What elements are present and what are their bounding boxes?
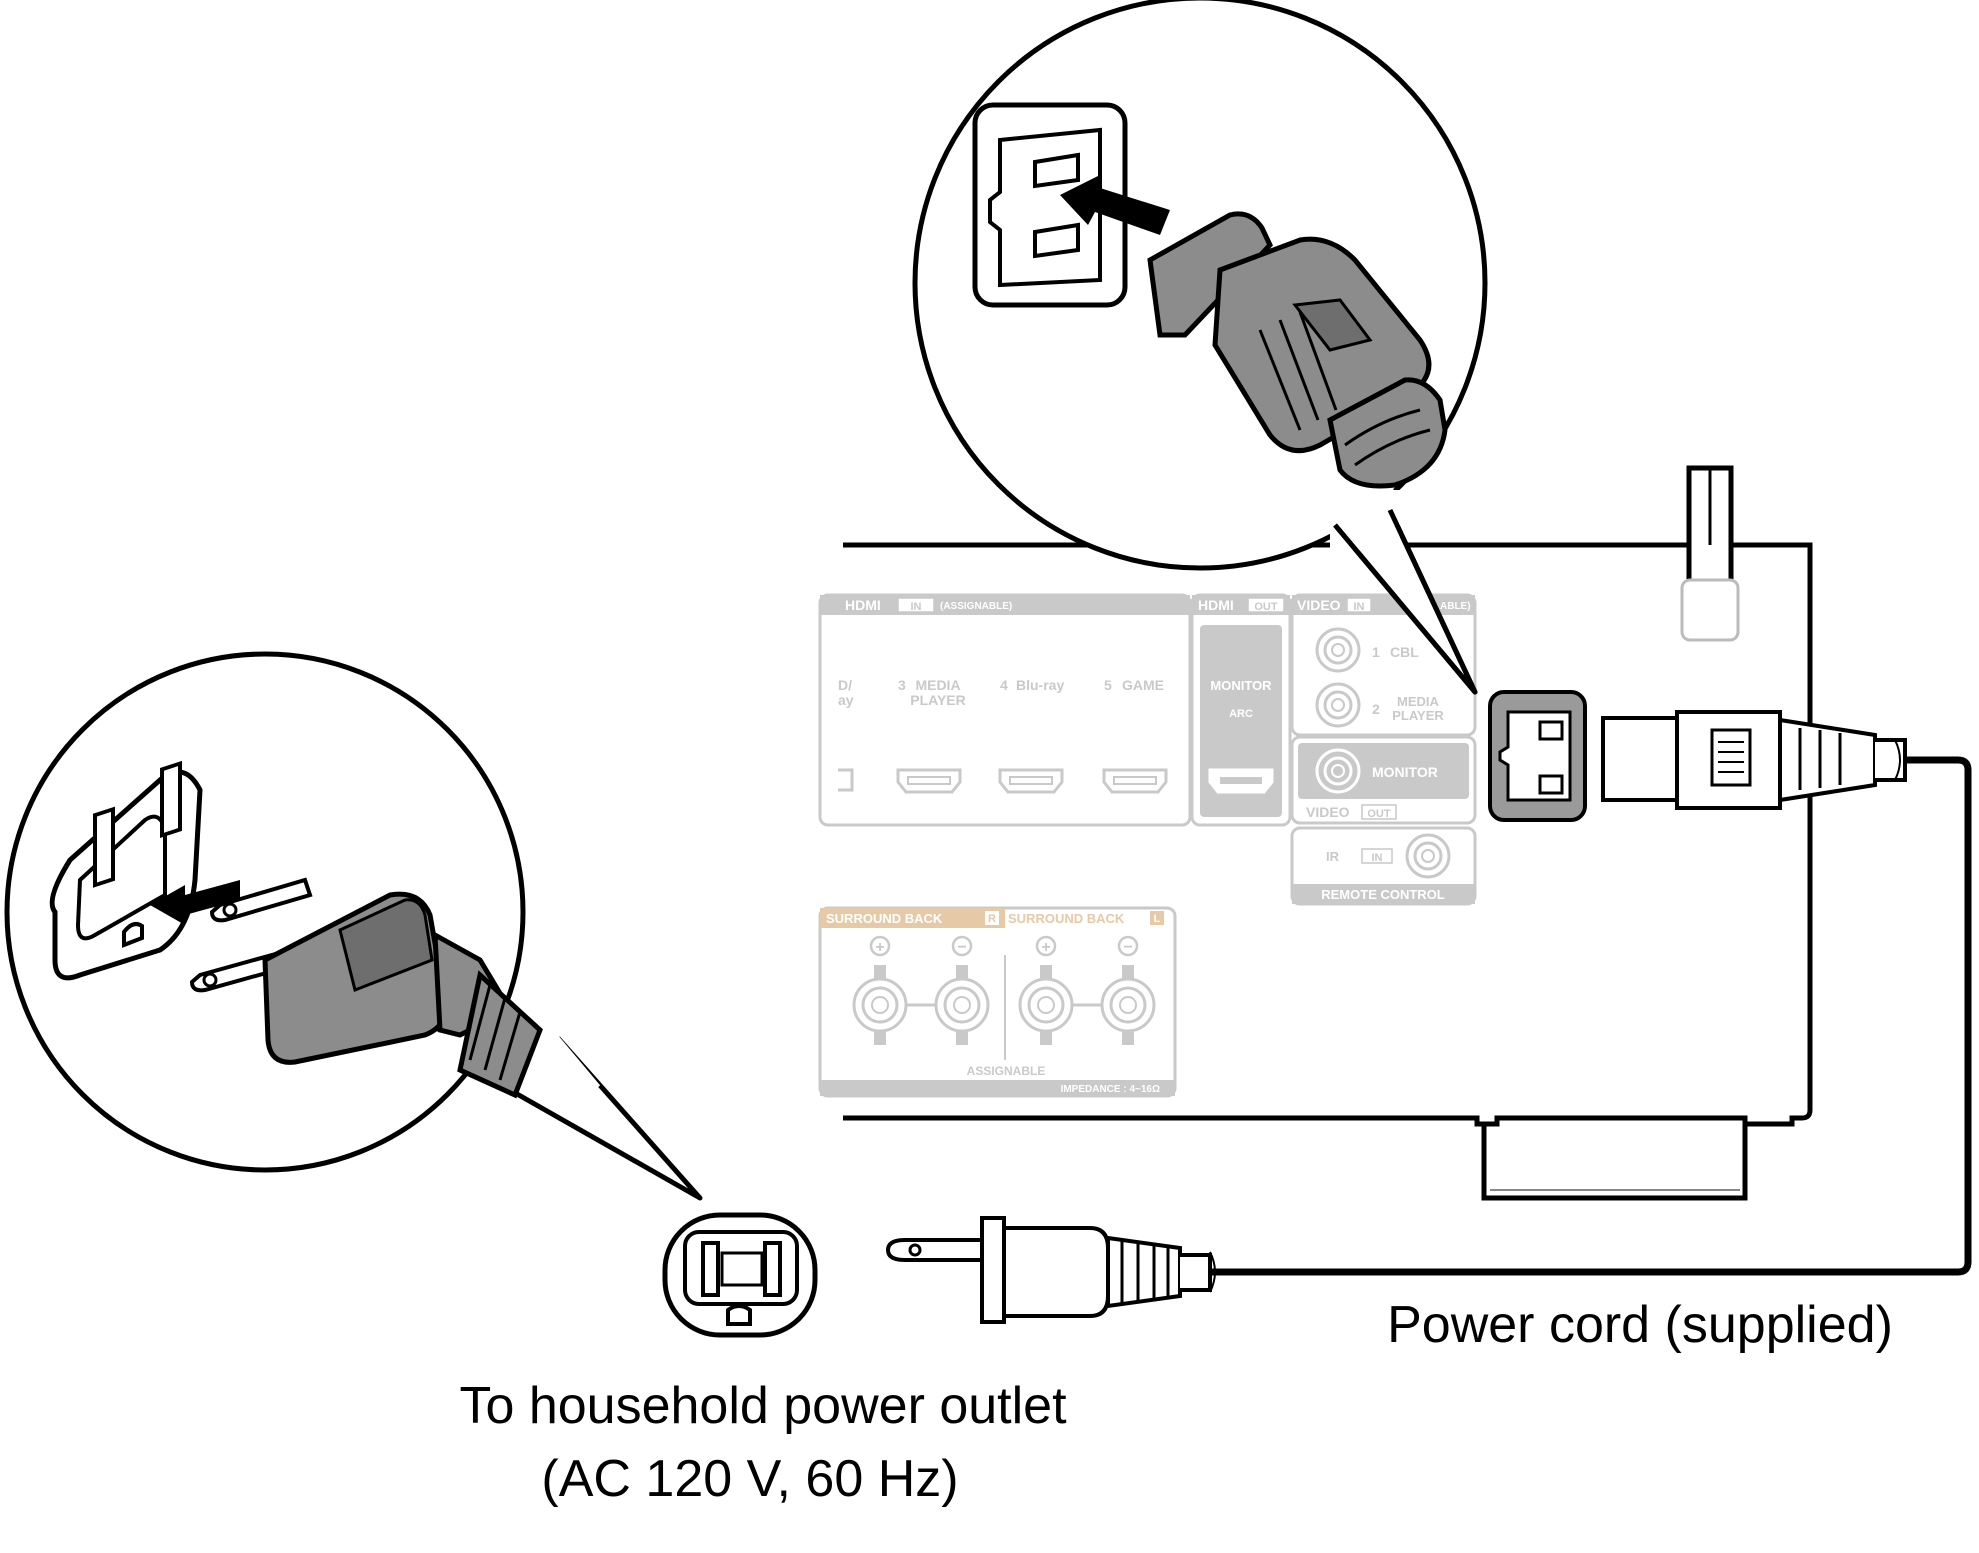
ir-label: IR: [1326, 849, 1340, 864]
remote-jack: [1405, 833, 1451, 879]
hdmi-in-title: HDMI: [845, 597, 881, 613]
hdmi-out-title: HDMI: [1198, 597, 1234, 613]
surround-back-l-label: SURROUND BACK: [1008, 911, 1125, 926]
video-in-2-label: MEDIA: [1397, 694, 1440, 709]
hdmi-in-3-number: 3: [898, 677, 906, 693]
video-in-2-number: 2: [1372, 701, 1380, 717]
hdmi-in-assignable: (ASSIGNABLE): [940, 601, 1012, 612]
hdmi-out-monitor-label: MONITOR: [1210, 678, 1272, 693]
remote-control-label: REMOTE CONTROL: [1321, 887, 1445, 902]
zoom-outlet: [49, 760, 203, 981]
wall-outlet: [662, 1212, 818, 1338]
speaker-terminal: +: [852, 935, 908, 1045]
plus-sign: +: [875, 939, 884, 956]
outlet-zoom-callout: [4, 651, 703, 1201]
speaker-terminal: −: [1100, 935, 1156, 1045]
surround-back-l-badge: L: [1154, 913, 1161, 925]
plus-sign: +: [1041, 939, 1050, 956]
video-in-badge: IN: [1354, 601, 1365, 613]
surround-back-r-label: SURROUND BACK: [826, 911, 943, 926]
hdmi-in-5-number: 5: [1104, 677, 1112, 693]
rca-jack: [1315, 627, 1361, 673]
video-in-1-label: CBL: [1390, 644, 1419, 660]
power-cord-label: Power cord (supplied): [1387, 1296, 1893, 1354]
hdmi-in-badge: IN: [911, 601, 922, 613]
hdmi-in-4-number: 4: [1000, 677, 1008, 693]
video-in-section: VIDEO IN ABLE) 1 CBL 2 MEDIA PLAYER: [1290, 593, 1477, 737]
ac-inlet: [1488, 690, 1587, 822]
video-in-assignable: ABLE): [1440, 601, 1471, 612]
surround-back-r-badge: R: [988, 913, 996, 925]
rca-jack: [1315, 748, 1361, 794]
minus-sign: −: [957, 939, 966, 956]
hdmi-port: [1102, 768, 1168, 794]
hdmi-in-3-label: MEDIA: [915, 677, 960, 693]
zoom-plug: [189, 877, 543, 1099]
impedance-label: IMPEDANCE : 4~16Ω: [1061, 1084, 1160, 1095]
outlet-label-line2: (AC 120 V, 60 Hz): [541, 1450, 958, 1508]
video-in-2-label-2: PLAYER: [1392, 708, 1444, 723]
minus-sign: −: [1123, 939, 1132, 956]
video-in-title: VIDEO: [1297, 597, 1341, 613]
power-plug-side-view: [885, 1216, 1212, 1324]
video-out-badge: OUT: [1367, 808, 1391, 820]
hdmi-in-2-label-partial-2: ay: [838, 692, 854, 708]
hdmi-out-port: [1208, 768, 1274, 794]
speaker-terminal: +: [1018, 935, 1074, 1045]
insert-arrow-icon: [150, 880, 240, 925]
hdmi-port: [998, 768, 1064, 794]
hdmi-in-5-label: GAME: [1122, 677, 1164, 693]
cord-connector-side-view: [1601, 710, 1907, 810]
insert-arrow-icon: [1060, 175, 1170, 235]
hdmi-in-2-label-partial: D/: [838, 677, 852, 693]
hdmi-out-section: HDMI OUT MONITOR ARC: [1190, 593, 1292, 827]
zoom-connector: [1147, 211, 1448, 489]
remote-control-section: IR IN REMOTE CONTROL: [1290, 826, 1477, 906]
hdmi-in-4-label: Blu-ray: [1016, 677, 1064, 693]
outlet-label-line1: To household power outlet: [459, 1377, 1067, 1435]
assignable-label: ASSIGNABLE: [967, 1064, 1046, 1078]
video-in-1-number: 1: [1372, 644, 1380, 660]
video-out-monitor-label: MONITOR: [1372, 764, 1438, 780]
receiver-rear-panel: HDMI IN (ASSIGNABLE) D/ ay 3 MEDIA PLAYE…: [818, 465, 1907, 1201]
surround-back-section: SURROUND BACK R SURROUND BACK L + −: [818, 906, 1177, 1098]
video-out-title: VIDEO: [1306, 804, 1350, 820]
inlet-zoom-callout: [912, 0, 1488, 695]
hdmi-out-arc-label: ARC: [1229, 708, 1253, 720]
video-out-section: MONITOR VIDEO OUT: [1290, 735, 1477, 825]
rca-jack: [1315, 682, 1361, 728]
hdmi-in-section: HDMI IN (ASSIGNABLE) D/ ay 3 MEDIA PLAYE…: [818, 593, 1192, 827]
hdmi-port: [896, 768, 962, 794]
hdmi-out-badge: OUT: [1254, 601, 1278, 613]
hdmi-in-3-label-2: PLAYER: [910, 692, 966, 708]
ir-badge: IN: [1372, 852, 1383, 864]
